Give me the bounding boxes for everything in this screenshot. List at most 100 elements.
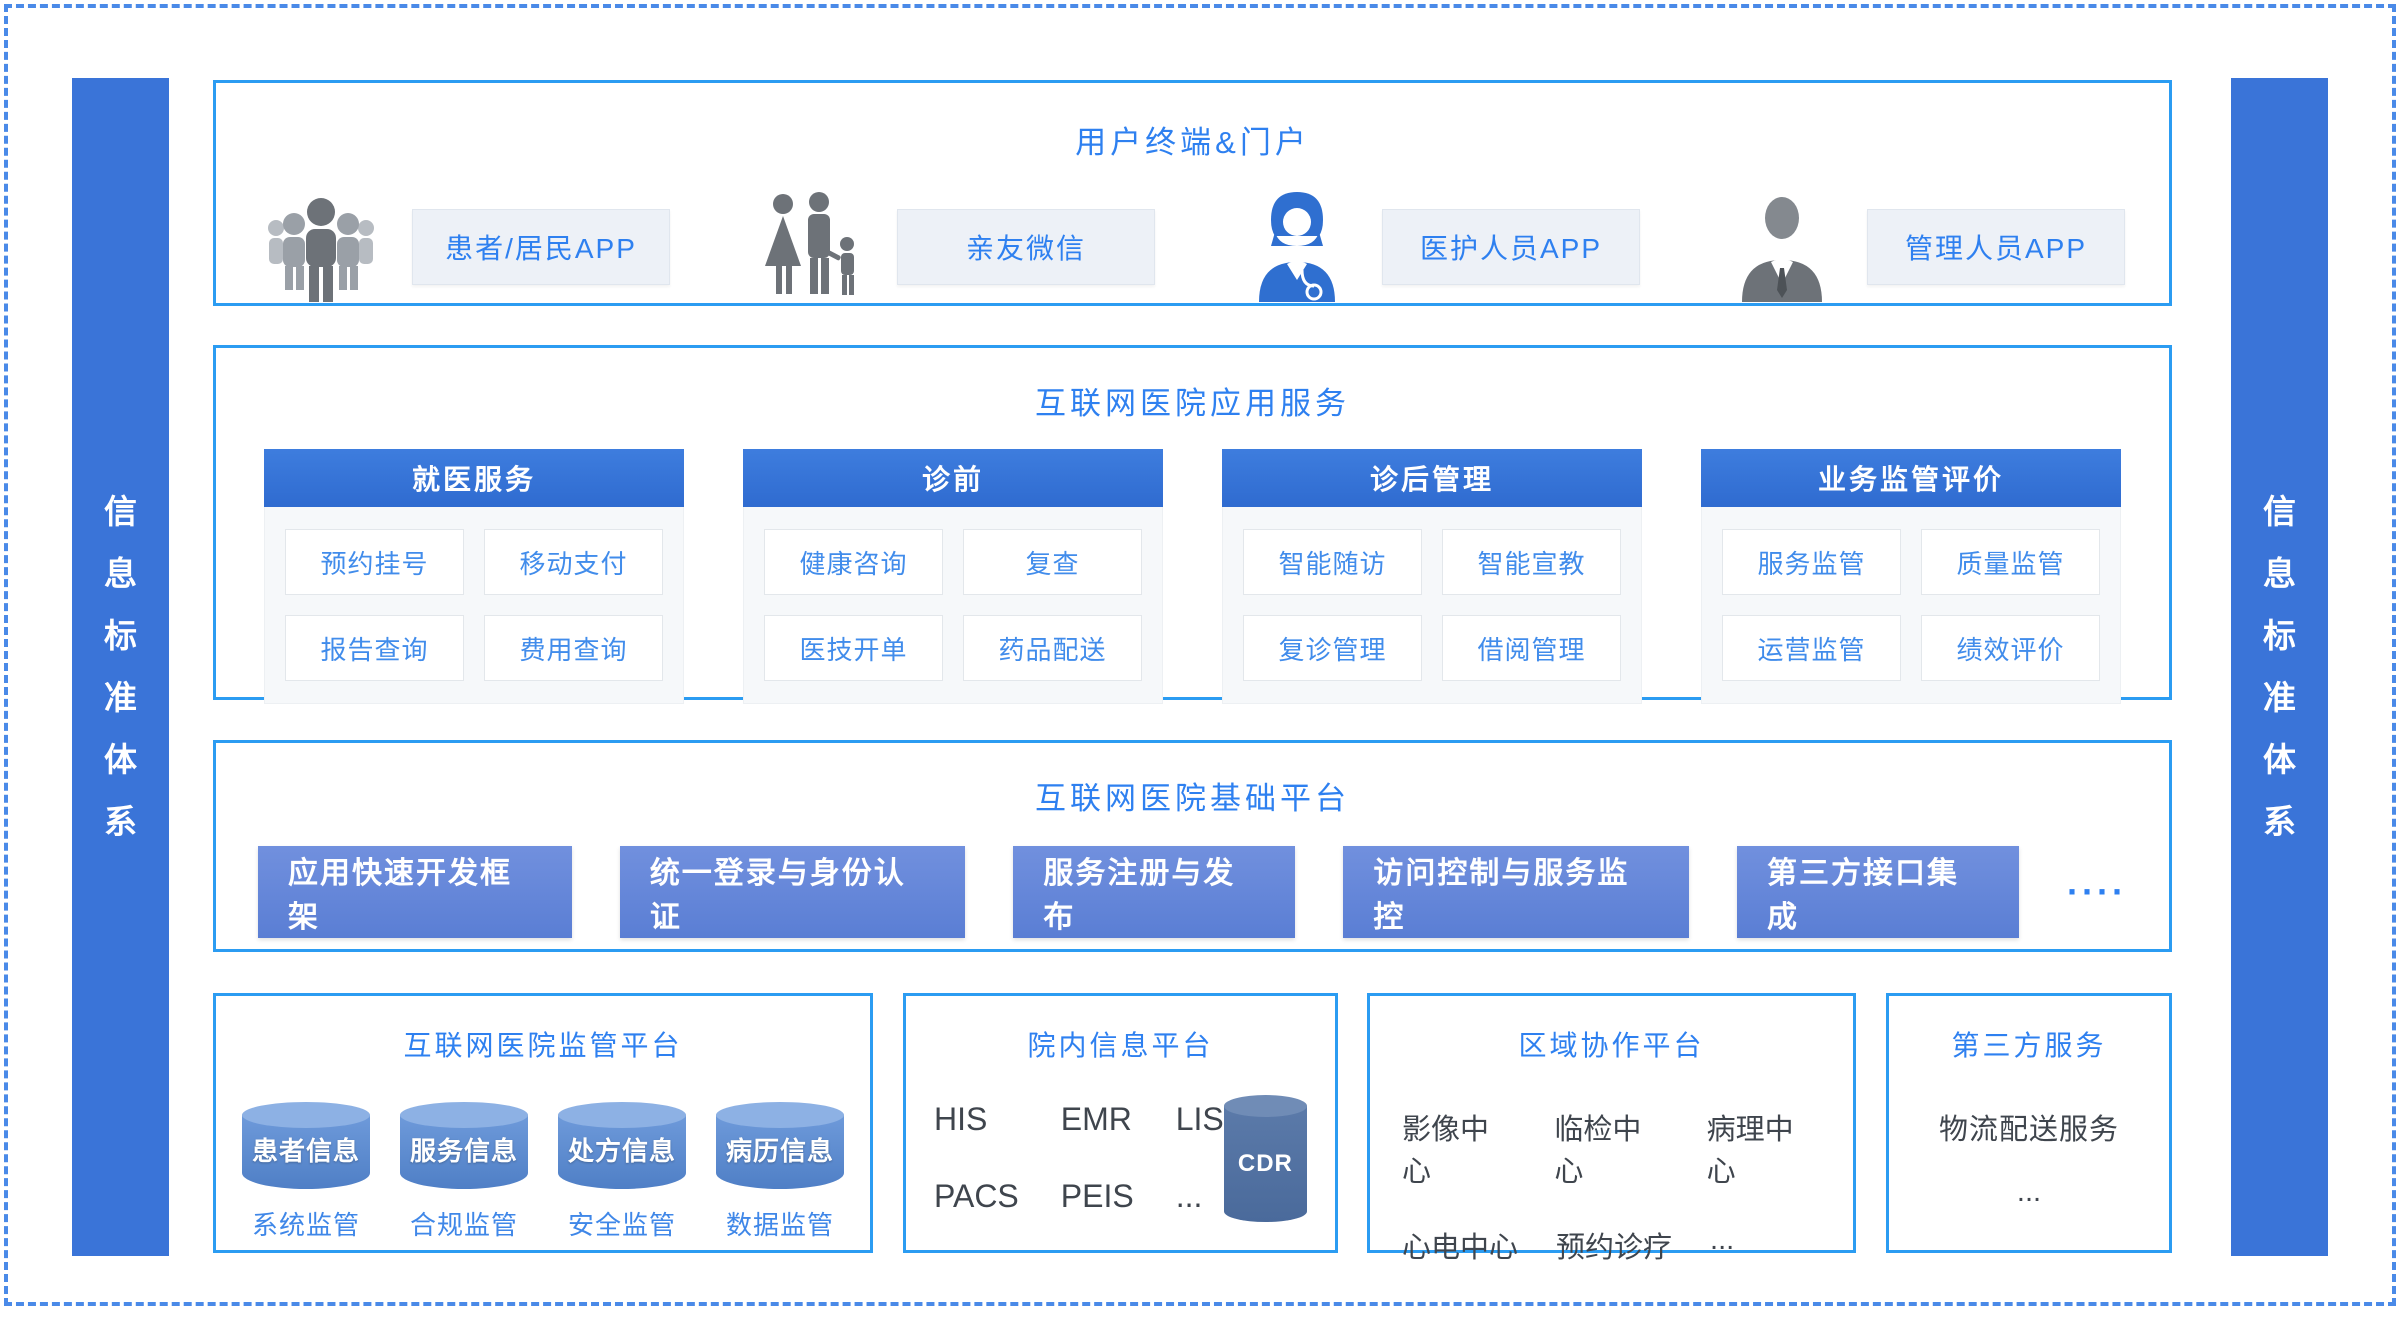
section-user-terminals: 用户终端&门户 患者/居民APP [213, 80, 2172, 306]
database-group-service: 服务信息 合规监管 [400, 1102, 528, 1242]
nurse-icon [1242, 188, 1352, 306]
regional-item: ... [1710, 1224, 1735, 1256]
platform-module-third-party-api: 第三方接口集成 [1736, 846, 2020, 938]
system-acronym: HIS [934, 1101, 988, 1137]
section-user-terminals-title: 用户终端&门户 [1075, 125, 1310, 160]
platform-module-sso-identity: 统一登录与身份认证 [619, 846, 966, 938]
service-item: 健康咨询 [764, 529, 943, 595]
column-header: 业务监管评价 [1701, 449, 2121, 507]
database-cylinder-icon: 处方信息 [558, 1102, 686, 1189]
database-cylinder-icon: 病历信息 [716, 1102, 844, 1189]
app-column-post-diagnosis: 诊后管理 智能随访 智能宣教 复诊管理 借阅管理 [1222, 449, 1642, 704]
service-item: 复查 [963, 529, 1142, 595]
terminal-row: 患者/居民APP 亲友微信 [216, 188, 2169, 306]
terminal-group-family: 亲友微信 [757, 188, 1155, 306]
more-dots: ···· [2067, 871, 2127, 912]
family-icon [757, 188, 867, 306]
database-name: 服务信息 [409, 1136, 518, 1166]
section-app-services: 互联网医院应用服务 就医服务 预约挂号 移动支付 报告查询 费用查询 诊前 健康… [213, 345, 2172, 704]
section-base-platform-title: 互联网医院基础平台 [1035, 781, 1350, 816]
app-column-business-supervision: 业务监管评价 服务监管 质量监管 运营监管 绩效评价 [1701, 449, 2121, 704]
system-acronym: PEIS [1060, 1178, 1134, 1214]
platform-module-dev-framework: 应用快速开发框架 [258, 846, 572, 938]
supervision-label: 安全监管 [567, 1210, 676, 1240]
database-cylinder-icon: 服务信息 [400, 1102, 528, 1189]
box-third-party-title: 第三方服务 [1951, 1030, 2107, 1061]
service-item: 质量监管 [1921, 529, 2100, 595]
supervision-label: 数据监管 [725, 1210, 834, 1240]
column-header: 就医服务 [264, 449, 684, 507]
service-item: 智能随访 [1243, 529, 1422, 595]
service-item: 智能宣教 [1442, 529, 1621, 595]
app-column-medical-service: 就医服务 预约挂号 移动支付 报告查询 费用查询 [264, 449, 684, 704]
service-item: 费用查询 [484, 615, 663, 681]
database-group-patient: 患者信息 系统监管 [242, 1102, 370, 1242]
third-party-item: 物流配送服务 [1938, 1114, 2119, 1146]
hospital-systems: HIS EMR LIS PACS PEIS ... CDR [906, 1094, 1335, 1222]
box-third-party-services: 第三方服务 物流配送服务 ... [1886, 993, 2172, 1253]
terminal-label-manager-app: 管理人员APP [1867, 209, 2125, 285]
database-name: 患者信息 [251, 1136, 360, 1166]
database-name: 病历信息 [725, 1136, 834, 1166]
box-supervision-title: 互联网医院监管平台 [403, 1030, 683, 1061]
platform-module-service-registry: 服务注册与发布 [1013, 846, 1296, 938]
column-body: 智能随访 智能宣教 复诊管理 借阅管理 [1222, 507, 1642, 704]
regional-item: 影像中心 [1402, 1114, 1490, 1188]
regional-row: 心电中心 预约诊疗 ... [1370, 1224, 1853, 1266]
column-body: 服务监管 质量监管 运营监管 绩效评价 [1701, 507, 2121, 704]
service-item: 医技开单 [764, 615, 943, 681]
box-regional-title: 区域协作平台 [1518, 1030, 1705, 1061]
terminal-label-medical-staff-app: 医护人员APP [1382, 209, 1640, 285]
regional-item: 临检中心 [1554, 1114, 1642, 1188]
service-item: 复诊管理 [1243, 615, 1422, 681]
cdr-cylinder-icon: CDR [1223, 1095, 1308, 1222]
system-acronym-grid: HIS EMR LIS PACS PEIS ... [934, 1101, 1224, 1215]
box-supervision-platform: 互联网医院监管平台 患者信息 系统监管 服务信息 合规监管 处方信息 安全监管 … [213, 993, 873, 1253]
system-acronym: EMR [1060, 1101, 1132, 1137]
service-item: 服务监管 [1722, 529, 1901, 595]
system-acronym: ... [1175, 1178, 1203, 1214]
third-party-more-dots: ... [2016, 1176, 2042, 1208]
system-acronym: LIS [1175, 1101, 1224, 1137]
terminal-group-patient: 患者/居民APP [260, 188, 670, 306]
regional-item: 心电中心 [1402, 1232, 1519, 1264]
box-hospital-info-platform: 院内信息平台 HIS EMR LIS PACS PEIS ... CDR [903, 993, 1338, 1253]
service-item: 报告查询 [285, 615, 464, 681]
left-standard-bar: 信息标准体系 [72, 78, 169, 1256]
terminal-group-medical-staff: 医护人员APP [1242, 188, 1640, 306]
system-acronym: PACS [934, 1178, 1019, 1214]
service-item: 绩效评价 [1921, 615, 2100, 681]
left-standard-bar-label: 信息标准体系 [104, 493, 137, 840]
regional-row: 影像中心 临检中心 病理中心 [1370, 1106, 1853, 1190]
column-header: 诊后管理 [1222, 449, 1642, 507]
service-item: 借阅管理 [1442, 615, 1621, 681]
database-group-prescription: 处方信息 安全监管 [558, 1102, 686, 1242]
box-hospital-title: 院内信息平台 [1027, 1030, 1214, 1061]
database-group-medical-record: 病历信息 数据监管 [716, 1102, 844, 1242]
regional-item: 病理中心 [1706, 1114, 1794, 1188]
cdr-label: CDR [1237, 1150, 1293, 1177]
service-item: 运营监管 [1722, 615, 1901, 681]
service-item: 移动支付 [484, 529, 663, 595]
database-row: 患者信息 系统监管 服务信息 合规监管 处方信息 安全监管 病历信息 数据监管 [216, 1102, 870, 1242]
platform-module-access-control: 访问控制与服务监控 [1343, 846, 1689, 938]
terminal-label-family-wechat: 亲友微信 [897, 209, 1155, 285]
database-name: 处方信息 [567, 1136, 676, 1166]
regional-item: 预约诊疗 [1556, 1232, 1673, 1264]
supervision-label: 合规监管 [409, 1210, 518, 1240]
manager-icon [1727, 188, 1837, 306]
supervision-label: 系统监管 [251, 1210, 360, 1240]
column-body: 健康咨询 复查 医技开单 药品配送 [743, 507, 1163, 704]
section-base-platform: 互联网医院基础平台 应用快速开发框架 统一登录与身份认证 服务注册与发布 访问控… [213, 740, 2172, 952]
database-cylinder-icon: 患者信息 [242, 1102, 370, 1189]
section-app-services-title: 互联网医院应用服务 [1035, 386, 1350, 421]
column-header: 诊前 [743, 449, 1163, 507]
right-standard-bar: 信息标准体系 [2231, 78, 2328, 1256]
platform-modules: 应用快速开发框架 统一登录与身份认证 服务注册与发布 访问控制与服务监控 第三方… [216, 846, 2169, 938]
terminal-label-patient-app: 患者/居民APP [412, 209, 670, 285]
terminal-group-manager: 管理人员APP [1727, 188, 2125, 306]
service-item: 预约挂号 [285, 529, 464, 595]
app-columns: 就医服务 预约挂号 移动支付 报告查询 费用查询 诊前 健康咨询 复查 医技开单… [216, 449, 2169, 704]
right-standard-bar-label: 信息标准体系 [2263, 493, 2296, 840]
column-body: 预约挂号 移动支付 报告查询 费用查询 [264, 507, 684, 704]
